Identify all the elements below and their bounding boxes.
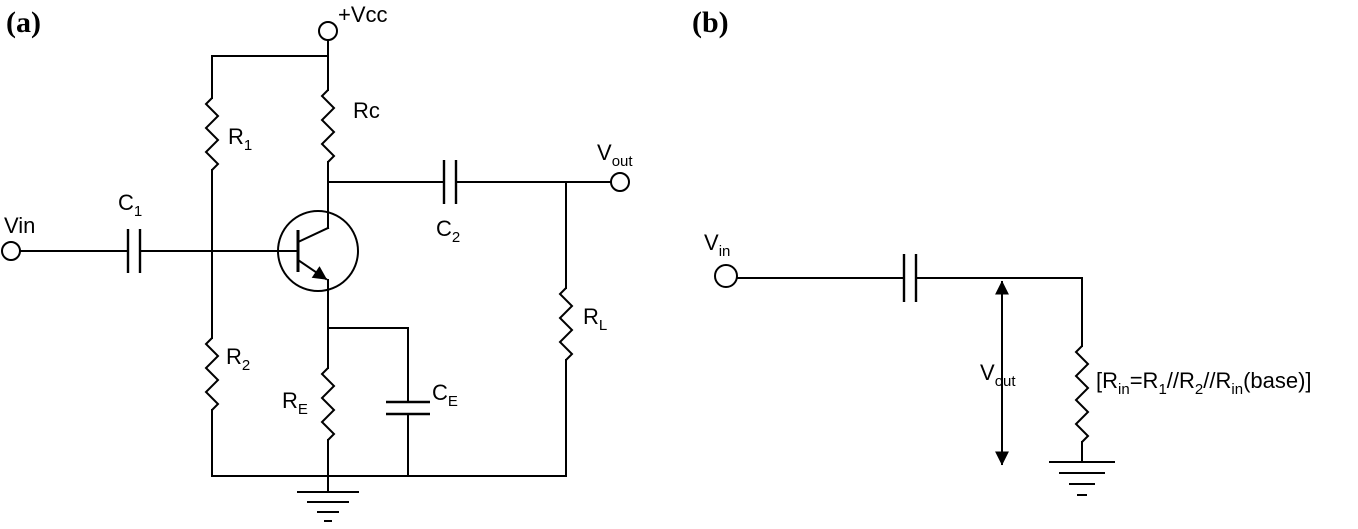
vin-terminal (1, 241, 21, 261)
coupling-capacitor-b (902, 254, 918, 302)
vcc-terminal (318, 21, 338, 41)
rc-label: Rc (353, 98, 380, 123)
re-label: RE (282, 388, 308, 418)
ground-icon (1049, 461, 1115, 496)
r2-resistor (204, 337, 220, 411)
ce-capacitor (386, 400, 430, 416)
c2-capacitor (442, 160, 458, 204)
rl-resistor (558, 287, 574, 361)
vout-label-b: Vout (980, 360, 1016, 390)
panel-label-a: (a) (6, 6, 41, 39)
re-resistor (320, 367, 336, 441)
vout-terminal (610, 172, 630, 192)
panel-label-b: (b) (692, 6, 729, 39)
c1-capacitor (126, 229, 142, 273)
ground-icon (297, 491, 359, 522)
vin-terminal-b (714, 264, 738, 288)
top-rail-wire (211, 39, 329, 57)
c1-label: C1 (118, 190, 142, 220)
output-wire-b (917, 277, 1083, 347)
vout-label: Vout (597, 140, 633, 170)
equivalent-input-circuit: Vin Vout [Rin=R1//R2//Rin(base)] (704, 230, 1312, 496)
r2-label: R2 (226, 344, 250, 374)
rin-resistor (1074, 345, 1090, 443)
common-emitter-amplifier: +Vcc R1 R2 Rc C2 Vout RL Vin C1 (1, 2, 633, 522)
rl-label: RL (583, 304, 607, 334)
r1-resistor (204, 97, 220, 171)
npn-transistor (277, 210, 359, 292)
vin-label: Vin (4, 213, 35, 238)
vcc-label: +Vcc (338, 2, 388, 27)
transistor-emitter-arrow (296, 258, 328, 281)
transistor-body (277, 210, 359, 292)
rin-formula-label: [Rin=R1//R2//Rin(base)] (1096, 368, 1312, 398)
ce-top-wire (327, 327, 409, 401)
vin-label-b: Vin (704, 230, 730, 260)
transistor-collector-lead (296, 226, 330, 244)
ce-label: CE (432, 380, 458, 410)
c2-label: C2 (436, 216, 460, 246)
rc-resistor (320, 89, 336, 163)
r1-label: R1 (228, 124, 252, 154)
